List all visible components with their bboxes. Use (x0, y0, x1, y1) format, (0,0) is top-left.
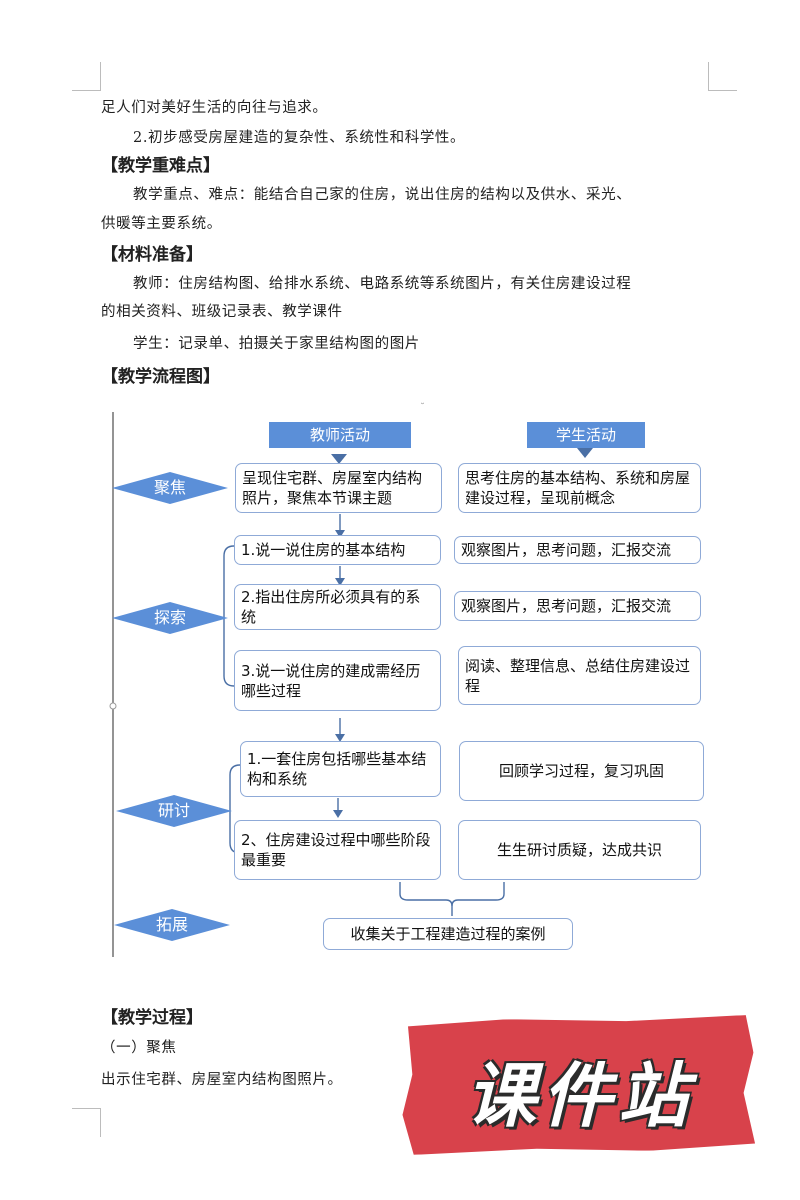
section-heading: 【教学流程图】 (101, 367, 220, 387)
discuss-student-box: 生生研讨质疑，达成共识 (458, 820, 701, 880)
section-heading: 【教学重难点】 (101, 156, 220, 176)
body-text-line: 足人们对美好生活的向往与追求。 (101, 100, 328, 116)
discuss-teacher-box: 2、住房建设过程中哪些阶段最重要 (234, 820, 441, 880)
explore-student-box: 阅读、整理信息、总结住房建设过程 (458, 646, 701, 705)
body-text-line: 教师：住房结构图、给排水系统、电路系统等系统图片，有关住房建设过程 (133, 276, 632, 292)
objective-item: 2.初步感受房屋建造的复杂性、系统性和科学性。 (133, 130, 466, 146)
crop-mark-top-right (708, 62, 737, 91)
crop-mark-bottom-left (72, 1108, 101, 1137)
body-text-line: 学生：记录单、拍摄关于家里结构图的图片 (133, 336, 420, 352)
explore-teacher-box: 2.指出住房所必须具有的系统 (234, 584, 441, 630)
body-text-line: 教学重点、难点：能结合自己家的住房，说出住房的结构以及供水、采光、 (133, 187, 632, 203)
explore-teacher-box: 1.说一说住房的基本结构 (234, 535, 441, 565)
svg-text:˘: ˘ (420, 403, 425, 414)
body-text-line: 供暖等主要系统。 (101, 216, 222, 232)
section-heading: 【材料准备】 (101, 245, 203, 265)
explore-teacher-box: 3.说一说住房的建成需经历哪些过程 (234, 650, 441, 711)
focus-student-box: 思考住房的基本结构、系统和房屋建设过程，呈现前概念 (458, 463, 701, 513)
discuss-teacher-box: 1.一套住房包括哪些基本结构和系统 (240, 741, 441, 797)
explore-student-box: 观察图片，思考问题，汇报交流 (454, 536, 701, 564)
explore-student-box: 观察图片，思考问题，汇报交流 (454, 591, 701, 621)
section-heading: 【教学过程】 (101, 1008, 203, 1028)
student-activity-header: 学生活动 (527, 422, 645, 448)
subsection-heading: （一）聚焦 (101, 1040, 177, 1056)
focus-teacher-box: 呈现住宅群、房屋室内结构照片，聚焦本节课主题 (235, 463, 442, 513)
body-text-line: 的相关资料、班级记录表、教学课件 (101, 304, 343, 320)
watermark-stamp-text: 课件站 (466, 1055, 694, 1137)
discuss-student-box: 回顾学习过程，复习巩固 (459, 741, 704, 801)
body-text-line: 出示住宅群、房屋室内结构图照片。 (101, 1072, 343, 1088)
crop-mark-top-left (72, 62, 101, 91)
extend-box: 收集关于工程建造过程的案例 (323, 918, 573, 950)
teacher-activity-header: 教师活动 (269, 422, 411, 448)
